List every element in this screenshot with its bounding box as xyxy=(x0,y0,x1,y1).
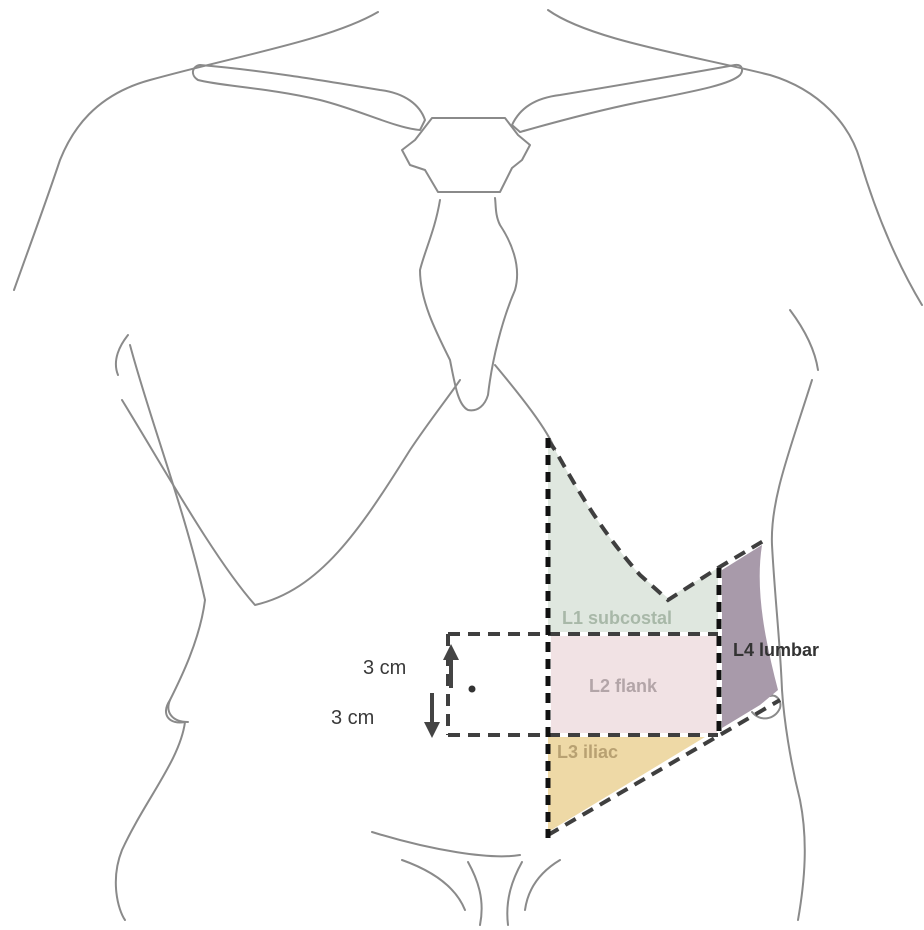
sternum xyxy=(420,198,517,410)
right-clavicle xyxy=(512,65,742,132)
umbilicus-dot xyxy=(469,686,476,693)
chest-line-left xyxy=(122,380,460,605)
up-arrow-icon xyxy=(443,644,459,688)
chest-line-right xyxy=(495,365,555,450)
region-l1-subcostal xyxy=(548,440,718,632)
measurement-arrows xyxy=(424,644,459,738)
body-outline xyxy=(14,10,922,925)
region-l4-label: L4 lumbar xyxy=(733,640,819,660)
groin-left xyxy=(402,860,482,925)
left-hip-bump xyxy=(168,700,188,722)
left-clavicle xyxy=(193,65,425,130)
left-torso-outline xyxy=(14,12,378,920)
lower-abdomen-curve xyxy=(372,832,520,856)
measurement-upper-label: 3 cm xyxy=(363,657,406,679)
region-l4-lumbar xyxy=(722,545,778,728)
region-l3-label: L3 iliac xyxy=(557,742,618,762)
down-arrow-icon xyxy=(424,693,440,738)
groin-right xyxy=(507,860,560,925)
measurement-lower-label: 3 cm xyxy=(331,707,374,729)
region-l1-label: L1 subcostal xyxy=(562,608,672,628)
region-l2-label: L2 flank xyxy=(589,676,658,696)
